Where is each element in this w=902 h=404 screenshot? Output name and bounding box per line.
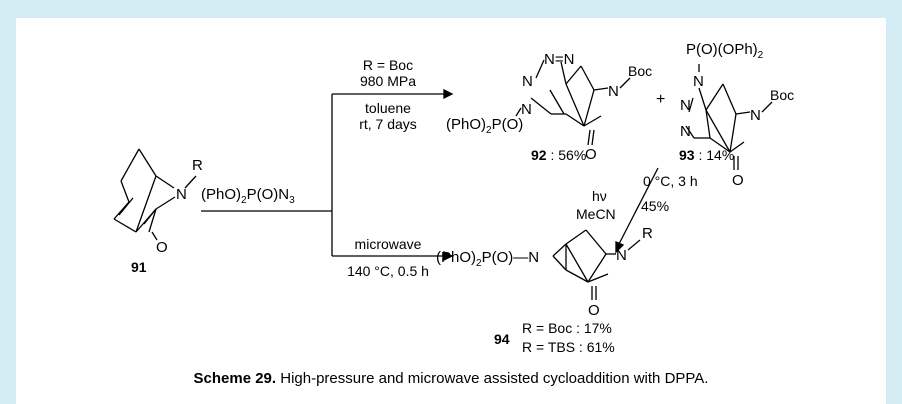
scheme-frame: N R O 91 (PhO)2P(O)N3 R = Boc 980 MPa to… <box>16 18 886 404</box>
compound-label-93: 93 : 14% <box>679 147 734 163</box>
condition-bottom-temp: 140 °C, 0.5 h <box>347 263 429 279</box>
reaction-scheme: N R O 91 (PhO)2P(O)N3 R = Boc 980 MPa to… <box>113 41 794 355</box>
condition-top-r: R = Boc <box>363 57 413 73</box>
compound-label-91: 91 <box>131 259 147 275</box>
condition-top-pressure: 980 MPa <box>360 73 416 89</box>
reagent-dppa: (PhO)2P(O)N3 <box>201 186 295 206</box>
compound-93-structure <box>685 64 773 170</box>
n-atom-94-lactam: N <box>616 247 627 264</box>
condition-bottom-microwave: microwave <box>355 236 422 252</box>
caption-text: High-pressure and microwave assisted cyc… <box>276 370 709 387</box>
compound-label-92: 92 : 56% <box>531 147 586 163</box>
compound-92-structure <box>515 59 631 146</box>
carbonyl-o-92: O <box>585 146 597 163</box>
condition-top-time: rt, 7 days <box>359 116 417 132</box>
carbonyl-o-93: O <box>732 172 744 189</box>
scheme-caption: Scheme 29. High-pressure and microwave a… <box>16 370 886 387</box>
caption-label: Scheme 29. <box>193 370 277 387</box>
condition-photo-hv: hν <box>592 188 607 204</box>
n-atom-92-lactam: N <box>608 83 619 100</box>
compound-91-structure <box>113 148 197 241</box>
condition-photo-solvent: MeCN <box>576 206 616 222</box>
yield-94-tbs: R = TBS : 61% <box>522 339 615 355</box>
phosphoryl-93: P(O)(OPh)2 <box>686 41 764 61</box>
n-atom-93-c: N <box>680 123 691 140</box>
carbonyl-o-91: O <box>156 239 168 256</box>
n-atom-93-a: N <box>693 73 704 90</box>
condition-photo-temp: 0 °C, 3 h <box>643 173 698 189</box>
r-group-91: R <box>192 157 203 174</box>
n-atom-93-lactam: N <box>750 107 761 124</box>
compound-label-94: 94 <box>494 331 510 347</box>
phosphoryl-92: (PhO)2P(O) <box>446 116 523 136</box>
n-atom-92-c: N <box>521 101 532 118</box>
condition-photo-yield: 45% <box>641 198 669 214</box>
n-atom-92-a: N <box>522 73 533 90</box>
phosphoryl-94: (PhO)2P(O)—N <box>436 249 539 269</box>
r-group-94: R <box>642 225 653 242</box>
yield-94-boc: R = Boc : 17% <box>522 320 612 336</box>
photolysis-arrow <box>615 167 659 254</box>
compound-94-structure <box>552 229 641 300</box>
boc-92: Boc <box>628 63 652 79</box>
n-atom-91: N <box>176 186 187 203</box>
condition-top-solvent: toluene <box>365 100 411 116</box>
branch-lines <box>201 88 454 262</box>
n-atom-93-b: N <box>680 97 691 114</box>
n-atom-92-b: N=N <box>544 51 574 68</box>
boc-93: Boc <box>770 87 794 103</box>
plus-sign: + <box>656 91 665 108</box>
carbonyl-o-94: O <box>588 302 600 319</box>
